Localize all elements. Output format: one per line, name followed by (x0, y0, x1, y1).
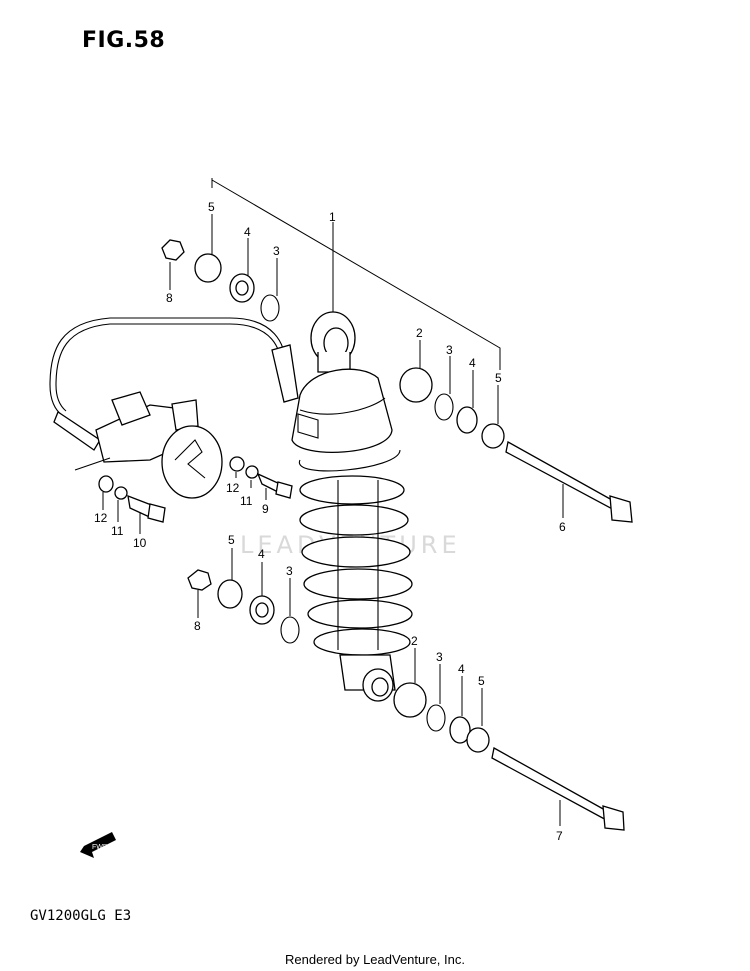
callout-11-mid: 11 (240, 494, 253, 508)
callout-3-lower: 3 (436, 650, 443, 664)
callout-3-mid: 3 (286, 564, 293, 578)
callout-11-left: 11 (111, 524, 124, 538)
callout-5-top: 5 (208, 200, 215, 214)
callout-10: 10 (133, 536, 147, 550)
model-code: GV1200GLG E3 (30, 908, 132, 924)
callout-labels: 1 5 4 3 8 2 3 4 5 6 12 11 9 12 11 10 5 4… (94, 200, 566, 843)
callout-4-upper: 4 (469, 356, 476, 370)
callout-7: 7 (556, 829, 563, 843)
callout-8-mid: 8 (194, 619, 201, 633)
callout-5-mid: 5 (228, 533, 235, 547)
callout-2-upper: 2 (416, 326, 423, 340)
callout-8-top: 8 (166, 291, 173, 305)
footer-credit: Rendered by LeadVenture, Inc. (285, 952, 465, 967)
remote-preload-adjuster (49, 317, 299, 499)
callout-1: 1 (329, 210, 336, 224)
callout-6: 6 (559, 520, 566, 534)
callout-12-mid: 12 (226, 481, 240, 495)
figure-title: FIG.58 (82, 28, 166, 53)
leader-lines (102, 214, 564, 826)
callout-12-left: 12 (94, 511, 108, 525)
callout-4-top: 4 (244, 225, 251, 239)
callout-3-top: 3 (273, 244, 280, 258)
callout-4-mid: 4 (258, 547, 265, 561)
callout-2-lower: 2 (411, 634, 418, 648)
forward-arrow-label: FWD (92, 844, 108, 851)
callout-5-upper: 5 (495, 371, 502, 385)
forward-arrow: FWD (80, 832, 116, 858)
callout-3-upper: 3 (446, 343, 453, 357)
hardware-parts (98, 239, 633, 831)
shock-absorber (291, 311, 413, 702)
callout-5-lower: 5 (478, 674, 485, 688)
callout-4-lower: 4 (458, 662, 465, 676)
group-bracket (211, 178, 501, 370)
callout-9: 9 (262, 502, 269, 516)
